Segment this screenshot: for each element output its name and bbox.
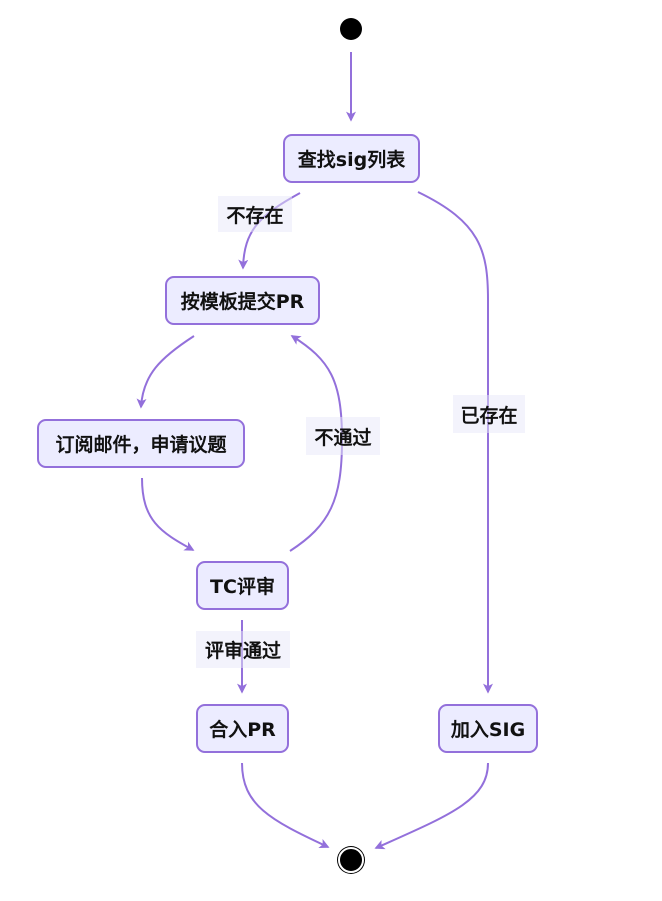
edge-merge-pr-to-end <box>241 762 330 849</box>
end-state-ring <box>338 847 364 873</box>
edge-label-approved: 评审通过 <box>196 631 290 668</box>
edge-subscribe-to-tc-review <box>141 477 195 551</box>
state-merge-pr[interactable]: 合入PR <box>196 704 289 753</box>
edge-label-not-exist: 不存在 <box>218 196 292 232</box>
state-tc-review[interactable]: TC评审 <box>196 561 289 610</box>
state-subscribe-apply-topic[interactable]: 订阅邮件，申请议题 <box>37 419 245 468</box>
edge-label-rejected: 不通过 <box>306 417 380 455</box>
edge-join-sig-to-end <box>374 762 489 850</box>
start-state <box>340 18 362 40</box>
state-submit-pr[interactable]: 按模板提交PR <box>165 276 320 325</box>
state-join-sig[interactable]: 加入SIG <box>438 704 538 753</box>
edge-label-exists: 已存在 <box>453 395 525 433</box>
state-find-sig-list[interactable]: 查找sig列表 <box>283 134 420 183</box>
edge-submit-pr-to-subscribe <box>136 335 195 409</box>
end-state <box>337 846 365 874</box>
edge-find-sig-to-join-sig <box>417 191 493 694</box>
